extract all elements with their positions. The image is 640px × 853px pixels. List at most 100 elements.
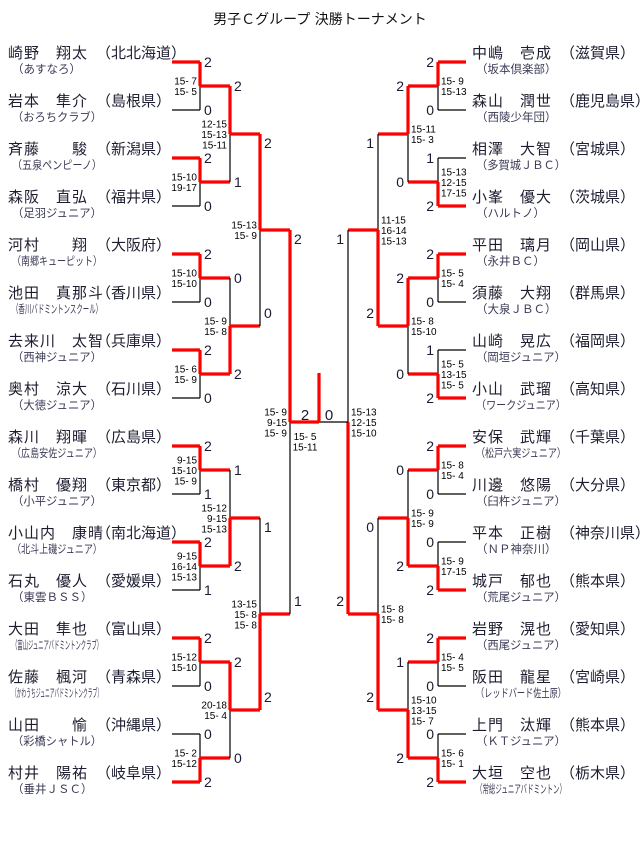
player-club: （ＮＰ神奈川） <box>476 542 557 556</box>
player-club: （南郷キューピット） <box>12 254 103 268</box>
player-name: 平田 璃月 <box>472 236 553 254</box>
player-name: 奥村 涼大 <box>8 380 89 398</box>
match-score: 2 <box>204 774 212 790</box>
match-score: 2 <box>204 150 212 166</box>
final-score-right: 0 <box>325 407 333 424</box>
game-score: 15- 8 <box>381 615 404 626</box>
player-prefecture: （神奈川県） <box>560 524 640 542</box>
player-prefecture: （北北海道） <box>96 44 187 62</box>
player-club: （富山ジュニアバドミントンクラブ） <box>12 638 103 652</box>
player-name: 阪田 龍星 <box>472 668 553 686</box>
game-score: 15-12 <box>201 503 227 514</box>
match-score: 0 <box>366 519 374 535</box>
match-score: 2 <box>426 390 434 406</box>
game-score: 12-15 <box>351 418 377 429</box>
game-score: 15-13 <box>171 572 197 583</box>
player-prefecture: （福岡県） <box>560 332 636 350</box>
player-club: （西尾ジュニア） <box>476 638 567 652</box>
player-club: （大徳ジュニア） <box>12 398 103 412</box>
game-score: 17-15 <box>441 188 467 199</box>
game-score: 15- 9 <box>174 476 197 487</box>
game-score: 15- 9 <box>234 231 257 242</box>
match-score: 0 <box>234 750 242 766</box>
player-prefecture: （大阪府） <box>96 236 172 254</box>
player-prefecture: （群馬県） <box>560 284 636 302</box>
player-prefecture: （高知県） <box>560 380 636 398</box>
player-prefecture: （南北海道） <box>96 524 187 542</box>
game-score: 15- 5 <box>174 87 197 98</box>
game-score: 15-10 <box>351 428 377 439</box>
game-score: 9-15 <box>177 455 197 466</box>
player-name: 佐藤 楓河 <box>8 668 89 686</box>
match-score: 1 <box>336 231 344 247</box>
player-club: （岡垣ジュニア） <box>476 350 567 364</box>
game-score: 15- 9 <box>411 509 434 520</box>
match-score: 1 <box>366 135 374 151</box>
game-score: 15-11 <box>411 125 436 136</box>
player-name: 石丸 優人 <box>8 572 89 590</box>
match-score: 1 <box>234 462 242 478</box>
game-score: 15- 1 <box>441 759 464 770</box>
player-name: 森川 翔暉 <box>8 428 89 446</box>
match-score: 1 <box>426 342 434 358</box>
player-name: 小山 武瑠 <box>472 380 553 398</box>
player-club: （ハルトノ） <box>476 206 545 220</box>
match-score: 2 <box>396 78 404 94</box>
player-club: （永井ＢＣ） <box>476 254 545 268</box>
game-score: 15- 3 <box>411 135 434 146</box>
game-score: 13-15 <box>411 706 437 717</box>
match-score: 1 <box>204 486 212 502</box>
player-club: （西陵少年団） <box>476 110 557 124</box>
game-score: 15- 6 <box>174 365 197 376</box>
match-score: 2 <box>396 750 404 766</box>
player-prefecture: （石川県） <box>96 380 172 398</box>
final-score-left: 2 <box>301 407 309 424</box>
match-score: 2 <box>204 630 212 646</box>
player-club: （かわうちジュニアバドミントンクラブ） <box>12 686 103 700</box>
player-name: 大垣 空也 <box>472 764 553 782</box>
player-club: （多賀城ＪＢＣ） <box>476 158 566 172</box>
match-score: 2 <box>426 774 434 790</box>
game-score: 15- 9 <box>441 557 464 568</box>
player-name: 平本 正樹 <box>472 524 553 542</box>
game-score: 15-11 <box>202 140 227 151</box>
game-score: 15-13 <box>231 221 257 232</box>
match-score: 0 <box>204 294 212 310</box>
game-score: 19-17 <box>171 183 197 194</box>
game-score: 15- 5 <box>441 663 464 674</box>
match-score: 2 <box>234 78 242 94</box>
player-prefecture: （愛知県） <box>560 620 636 638</box>
match-score: 1 <box>426 150 434 166</box>
match-score: 0 <box>204 198 212 214</box>
game-score: 15- 9 <box>204 317 227 328</box>
game-score: 15-10 <box>171 173 197 184</box>
match-score: 2 <box>204 438 212 454</box>
game-score: 15- 4 <box>204 711 227 722</box>
player-name: 橋村 優翔 <box>8 476 89 494</box>
match-score: 1 <box>264 519 272 535</box>
player-club: （常総ジュニアバドミントン） <box>476 782 566 796</box>
match-score: 0 <box>426 534 434 550</box>
match-score: 2 <box>426 630 434 646</box>
player-club: （あすなろ） <box>12 62 81 76</box>
player-name: 大田 隼也 <box>8 620 89 638</box>
match-score: 1 <box>204 582 212 598</box>
player-prefecture: （宮城県） <box>560 140 636 158</box>
player-club: （足羽ジュニア） <box>12 206 103 220</box>
game-score: 15- 8 <box>381 605 404 616</box>
match-score: 0 <box>204 102 212 118</box>
match-score: 2 <box>234 366 242 382</box>
match-score: 0 <box>426 486 434 502</box>
game-score: 15- 9 <box>174 375 197 386</box>
match-score: 2 <box>426 438 434 454</box>
match-score: 2 <box>366 689 374 705</box>
match-score: 2 <box>204 54 212 70</box>
match-score: 0 <box>396 462 404 478</box>
game-score: 15- 9 <box>264 428 287 439</box>
player-name: 斉藤 駿 <box>8 140 89 158</box>
game-score: 15- 8 <box>411 317 434 328</box>
player-prefecture: （茨城県） <box>560 188 636 206</box>
match-score: 2 <box>396 270 404 286</box>
player-club: （ＫＴジュニア） <box>476 734 567 748</box>
